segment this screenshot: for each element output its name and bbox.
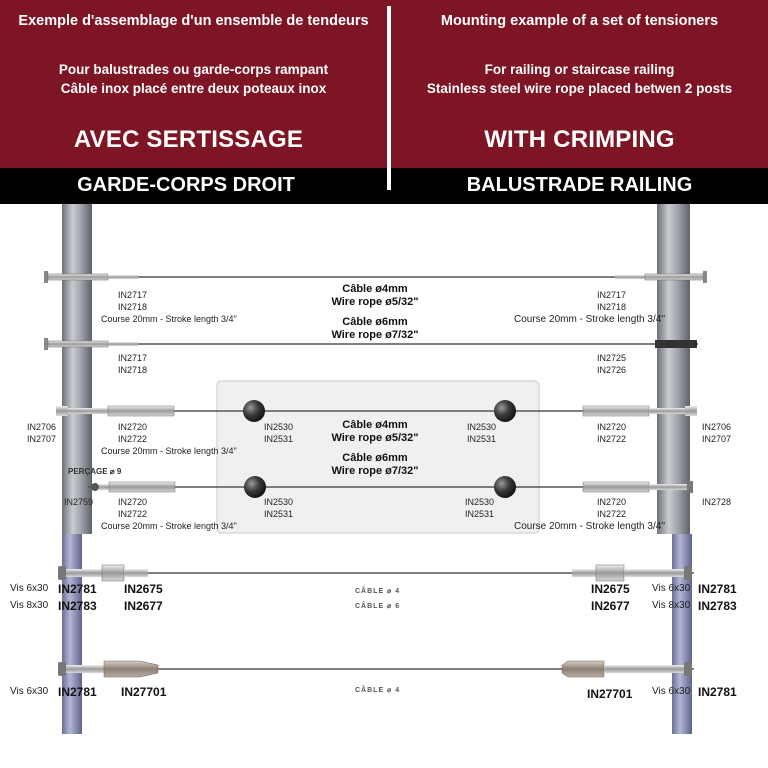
ref-label: IN2717: [118, 353, 148, 363]
ref-label: IN2531: [467, 434, 497, 444]
cable-size-note: CÂBLE ⌀ 6: [355, 603, 401, 610]
ref-label: IN2675: [124, 582, 163, 596]
ref-label: IN2783: [58, 599, 97, 613]
fr-line-1: Pour balustrades ou garde-corps rampant: [58, 62, 329, 77]
cable-row-3: [56, 400, 697, 422]
cable-row-5: [58, 564, 694, 582]
en-line-2: Stainless steel wire rope placed betwen …: [426, 81, 733, 96]
cable-size-note: CÂBLE ⌀ 4: [355, 588, 401, 595]
ref-label: IN2781: [698, 685, 737, 699]
en-method-heading: WITH CRIMPING: [484, 126, 675, 153]
post-left: [62, 204, 92, 534]
cable-spec-4mm-en: Wire rope ø5/32": [331, 432, 419, 444]
stroke-label: Course 20mm - Stroke length 3/4": [101, 314, 237, 324]
ref-label: IN2530: [467, 422, 497, 432]
ref-label: IN2706: [702, 422, 732, 432]
ref-label: IN2722: [118, 509, 148, 519]
ref-label: IN2728: [702, 497, 732, 507]
ref-label: IN2677: [591, 599, 630, 613]
ref-label: IN2675: [591, 582, 630, 596]
ref-label: IN2531: [264, 434, 294, 444]
ref-label: IN2720: [597, 497, 627, 507]
drilling-label: PERÇAGE ⌀ 9: [68, 467, 122, 476]
cable-spec-6mm: Câble ø6mm: [342, 316, 408, 328]
ref-label: IN2781: [58, 582, 97, 596]
ref-label: IN27701: [587, 687, 633, 701]
cable-spec-6mm: Câble ø6mm: [342, 452, 408, 464]
en-type-heading: BALUSTRADE RAILING: [466, 174, 693, 196]
ref-label: IN27701: [121, 685, 167, 699]
fr-method-heading: AVEC SERTISSAGE: [73, 126, 304, 153]
ref-label: IN2781: [698, 582, 737, 596]
stroke-label: Course 20mm - Stroke length 3/4'': [514, 521, 666, 532]
ref-label: IN2722: [597, 434, 627, 444]
ref-label: IN2530: [264, 497, 294, 507]
ref-label: IN2720: [118, 422, 148, 432]
ref-label: IN2783: [698, 599, 737, 613]
cable-row-6: [58, 660, 694, 678]
ref-label: IN2722: [597, 509, 627, 519]
ref-label: IN2720: [597, 422, 627, 432]
stroke-label: Course 20mm - Stroke length 3/4": [101, 521, 237, 531]
fr-line-2: Câble inox placé entre deux poteaux inox: [60, 81, 327, 96]
ref-label: IN2720: [118, 497, 148, 507]
ref-label: IN2530: [465, 497, 495, 507]
screw-spec: Vis 8x30: [652, 600, 691, 611]
ref-label: IN2781: [58, 685, 97, 699]
ref-label: IN2717: [597, 290, 627, 300]
railing-diagram: [44, 204, 707, 734]
ref-label: IN2707: [27, 434, 57, 444]
ref-label: IN2759: [64, 497, 94, 507]
cable-row-2: [44, 338, 698, 350]
cable-spec-6mm-en: Wire rope ø7/32": [331, 329, 419, 341]
cable-spec-4mm: Câble ø4mm: [342, 419, 408, 431]
fr-type-heading: GARDE-CORPS DROIT: [77, 174, 295, 196]
cable-row-1: [44, 271, 707, 283]
ref-label: IN2718: [118, 302, 148, 312]
screw-spec: Vis 6x30: [652, 583, 691, 594]
ref-label: IN2530: [264, 422, 294, 432]
screw-spec: Vis 8x30: [10, 600, 49, 611]
ref-label: IN2706: [27, 422, 57, 432]
ref-label: IN2531: [465, 509, 495, 519]
cable-size-note: CÂBLE ⌀ 4: [355, 687, 401, 694]
en-line-1: For railing or staircase railing: [484, 62, 675, 77]
en-title: Mounting example of a set of tensioners: [440, 13, 719, 29]
fr-title: Exemple d'assemblage d'un ensemble de te…: [18, 13, 369, 29]
ref-label: IN2707: [702, 434, 732, 444]
post-left-lower: [62, 534, 82, 734]
ref-label: IN2726: [597, 365, 627, 375]
cable-spec-6mm-en: Wire rope ø7/32": [331, 465, 419, 477]
ref-label: IN2718: [597, 302, 627, 312]
header-divider: [387, 6, 391, 190]
ref-label: IN2718: [118, 365, 148, 375]
header-banner: [0, 0, 768, 168]
stroke-label: Course 20mm - Stroke length 3/4'': [514, 314, 666, 325]
cable-spec-4mm: Câble ø4mm: [342, 283, 408, 295]
ref-label: IN2677: [124, 599, 163, 613]
screw-spec: Vis 6x30: [652, 686, 691, 697]
screw-spec: Vis 6x30: [10, 686, 49, 697]
ref-label: IN2722: [118, 434, 148, 444]
ref-label: IN2725: [597, 353, 627, 363]
screw-spec: Vis 6x30: [10, 583, 49, 594]
subtitle-bar: [0, 168, 768, 204]
cable-spec-4mm-en: Wire rope ø5/32": [331, 296, 419, 308]
ref-label: IN2531: [264, 509, 294, 519]
post-right-lower: [672, 534, 692, 734]
post-right: [657, 204, 690, 534]
glass-panel: [216, 380, 540, 534]
stroke-label: Course 20mm - Stroke length 3/4": [101, 446, 237, 456]
cable-row-4: [88, 476, 693, 498]
ref-label: IN2717: [118, 290, 148, 300]
